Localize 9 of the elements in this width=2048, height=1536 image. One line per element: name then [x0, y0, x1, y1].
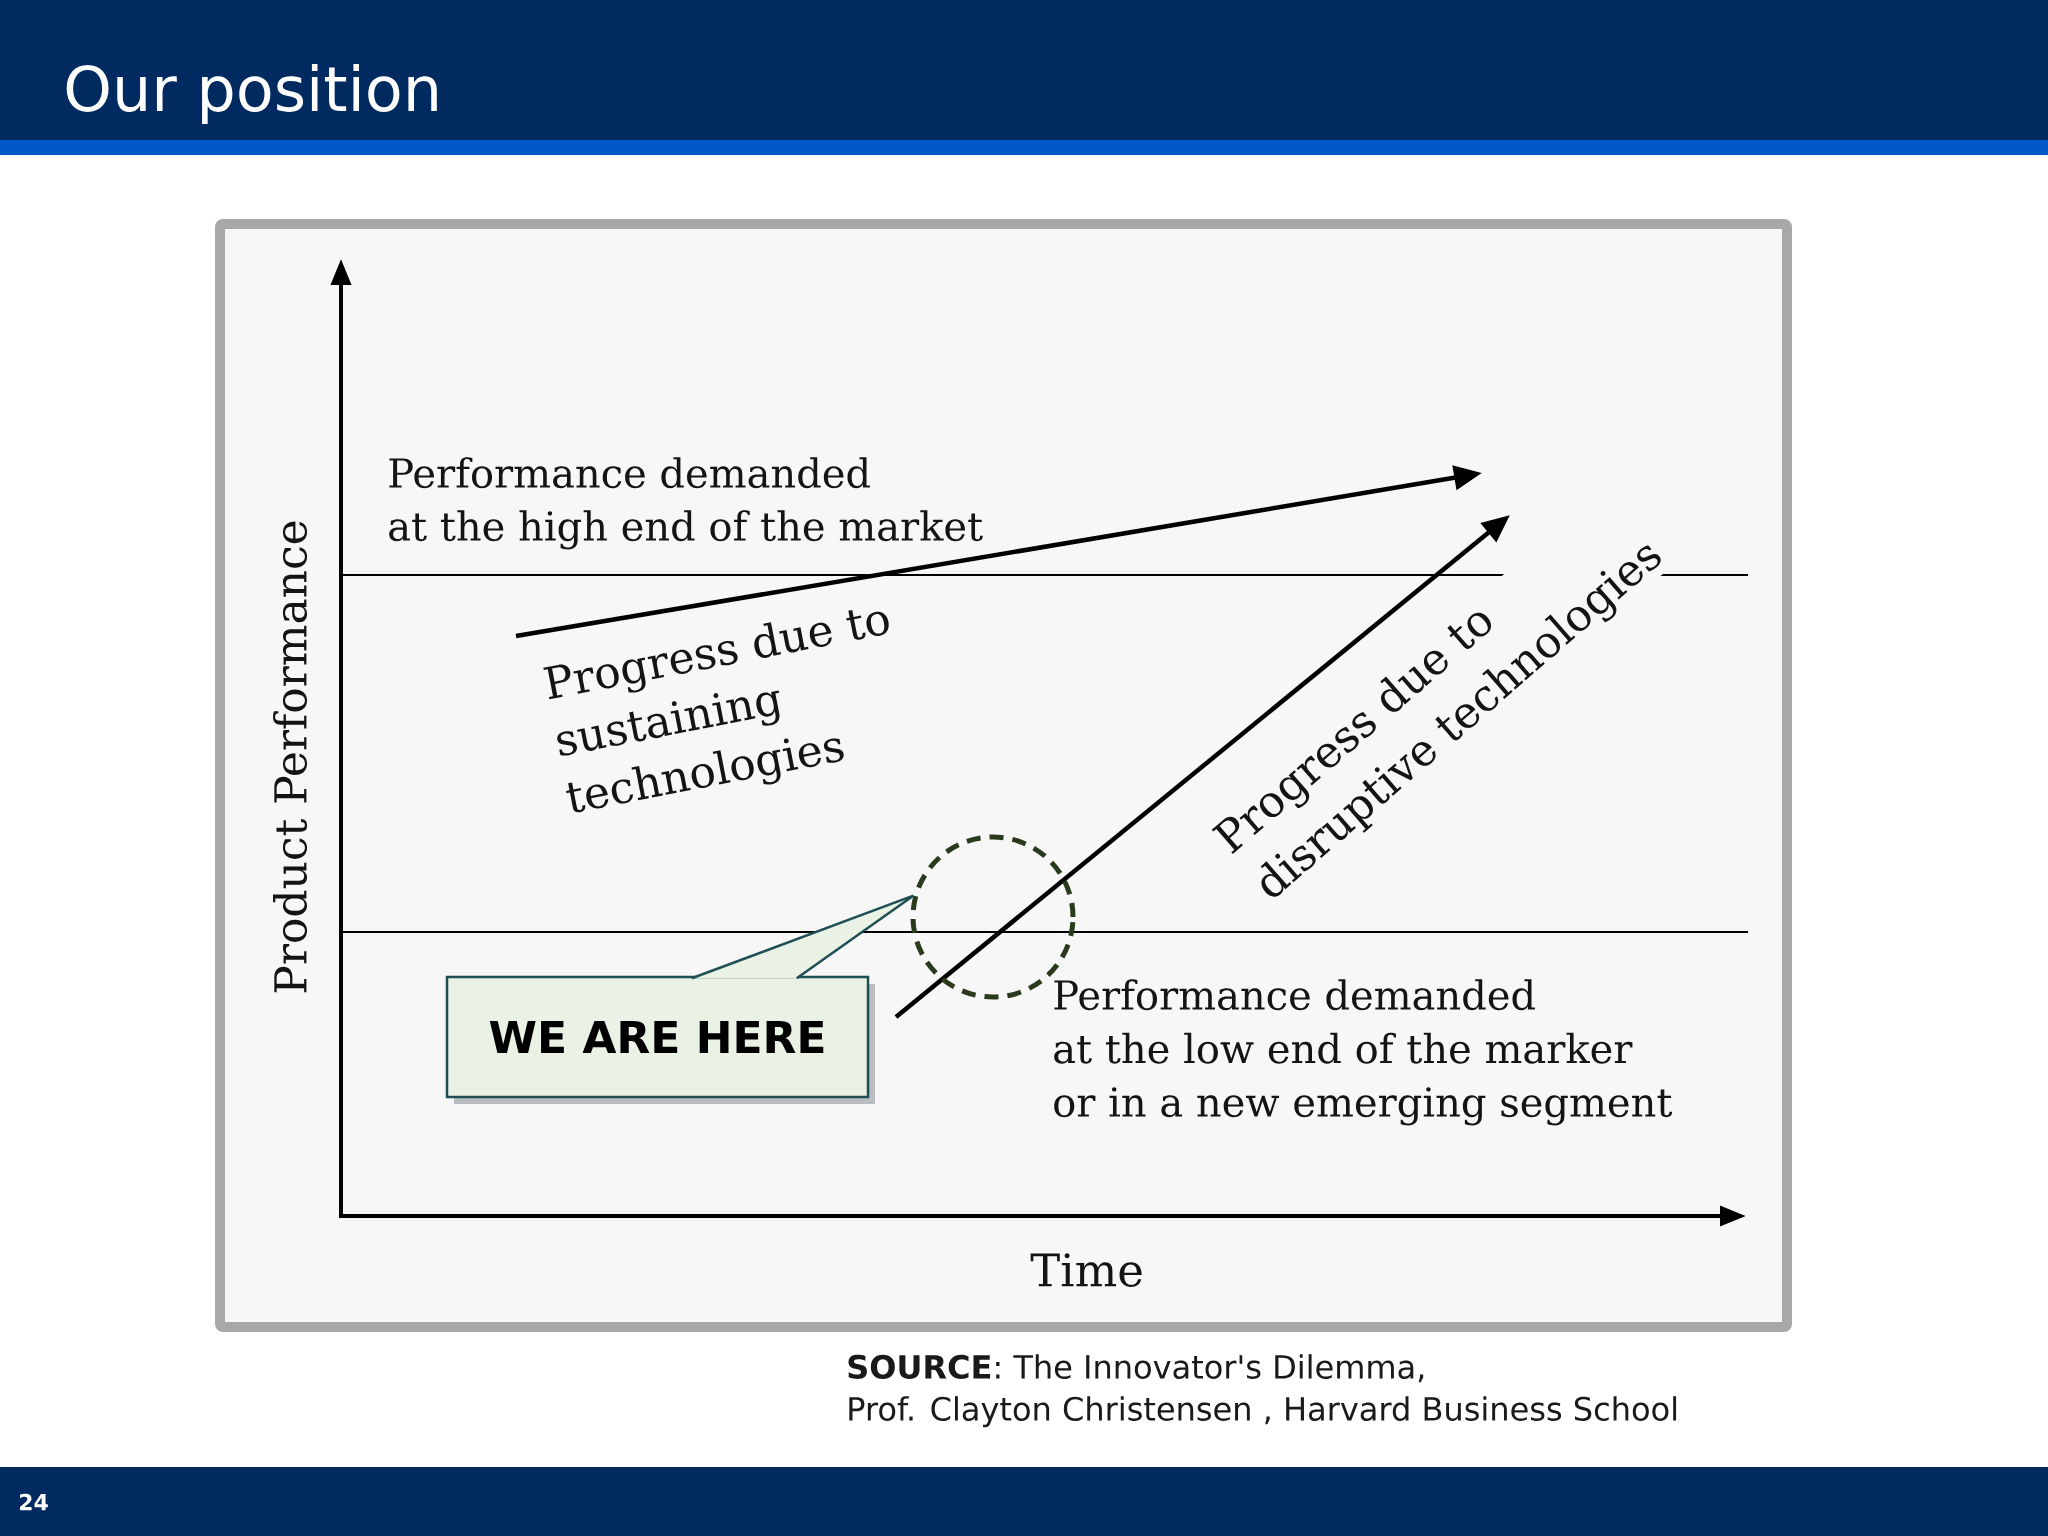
annotation-text: Performance demanded at the low end of the marker or in a new emerging segment: [1054, 979, 1673, 1126]
axis-label: Product Performance: [273, 521, 308, 993]
source-note: SOURCE: The Innovator's Dilemma, Prof. Clayton Christensen , Harvard Business School: [848, 1354, 1677, 1428]
axis-label: Time: [1030, 1253, 1142, 1287]
page-number: 24: [19, 1493, 48, 1511]
callout-pointer: [690, 894, 915, 980]
annotation-text: Performance demanded at the high end of the market: [389, 457, 983, 550]
slide-title: Our position: [66, 63, 437, 124]
callout-box: WE ARE HERE: [445, 975, 875, 1104]
